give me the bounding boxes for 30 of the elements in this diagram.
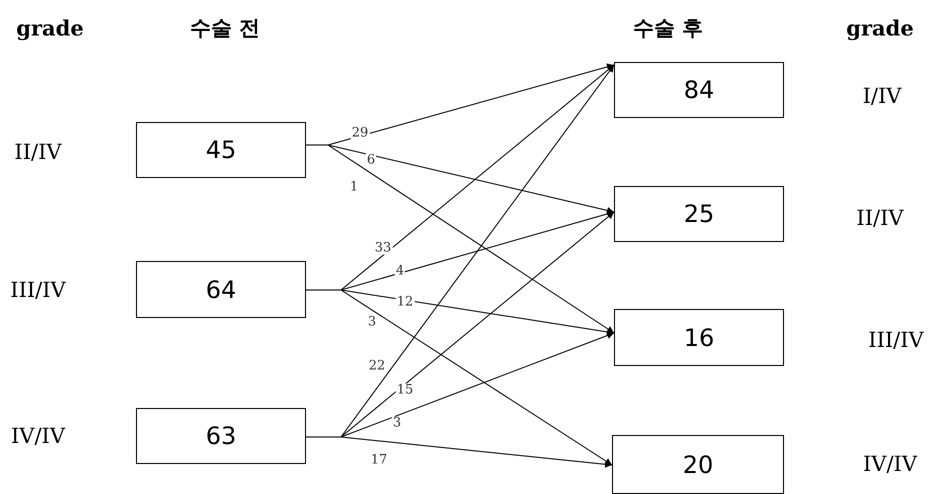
edge-label: 6 — [366, 154, 376, 166]
edge-label: 22 — [368, 360, 386, 372]
grade-label: IV/IV — [11, 424, 65, 448]
grade-label: II/IV — [14, 140, 62, 164]
edge-label: 3 — [366, 316, 378, 328]
edge-label: 1 — [348, 180, 360, 194]
edge-label: 29 — [350, 126, 370, 140]
column-header: grade — [16, 16, 84, 40]
grade-label: I/IV — [862, 84, 902, 108]
count-box: 64 — [136, 261, 306, 318]
column-header: 수술 전 — [190, 14, 260, 42]
edge-label: 4 — [394, 264, 406, 278]
edge-label: 3 — [392, 416, 402, 430]
count-box: 45 — [136, 122, 306, 178]
column-header: 수술 후 — [632, 14, 704, 42]
column-header: grade — [846, 16, 914, 40]
edge-label: 15 — [396, 384, 414, 396]
count-box: 84 — [614, 62, 784, 118]
grade-label: II/IV — [856, 206, 904, 230]
arrow — [306, 436, 612, 468]
grade-label: IV/IV — [863, 452, 917, 476]
edge-label: 17 — [370, 454, 388, 466]
edge-label: 33 — [374, 242, 392, 254]
count-box: 16 — [614, 309, 784, 366]
count-box: 25 — [614, 186, 784, 242]
edge-label: 12 — [396, 296, 414, 308]
grade-label: III/IV — [868, 328, 924, 352]
count-box: 20 — [612, 435, 784, 494]
grade-label: III/IV — [10, 278, 66, 302]
count-box: 63 — [136, 408, 306, 464]
